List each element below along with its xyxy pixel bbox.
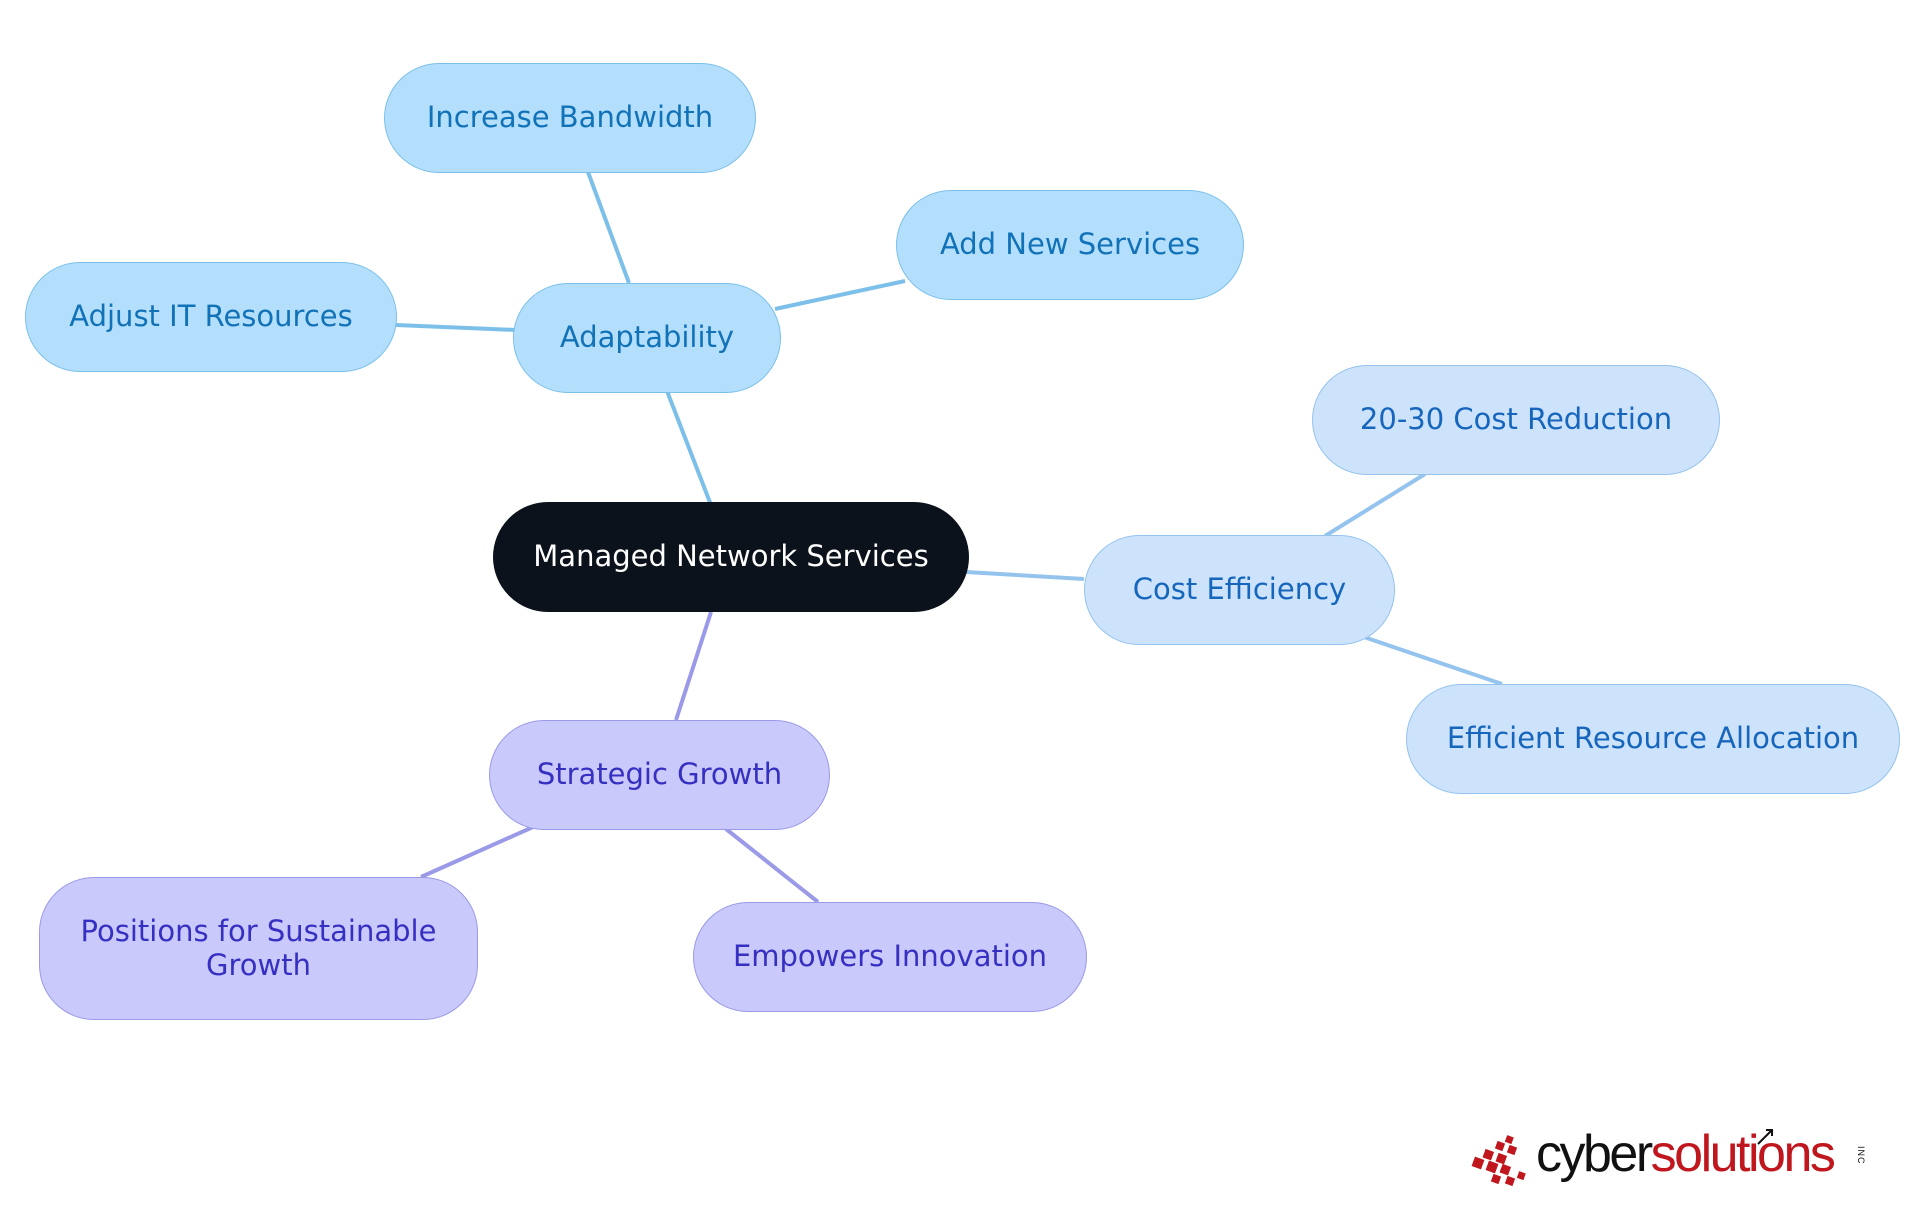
node-label: Cost Efficiency	[1132, 572, 1347, 607]
node-label: Add New Services	[939, 227, 1201, 262]
edge-cost-efficiency-cost-reduction	[1323, 472, 1427, 538]
edge-root-cost-efficiency	[965, 570, 1085, 581]
root-node: Managed Network Services	[493, 502, 969, 612]
node-label: Adaptability	[559, 320, 735, 355]
node-label: Adjust IT Resources	[69, 299, 353, 334]
edge-adaptability-add-new-services	[774, 279, 906, 311]
edge-cost-efficiency-resource-allocation	[1363, 635, 1503, 686]
node-adaptability: Adaptability	[513, 283, 781, 393]
node-empowers-innovation: Empowers Innovation	[693, 902, 1087, 1012]
logo-inc: INC	[1856, 1146, 1866, 1165]
node-adjust-it-resources: Adjust IT Resources	[25, 262, 397, 372]
node-label: Strategic Growth	[536, 757, 783, 792]
logo-word-cyber: cyber	[1536, 1125, 1653, 1183]
node-add-new-services: Add New Services	[896, 190, 1244, 300]
edge-root-adaptability	[665, 390, 713, 506]
cybersolutions-logo: cybersolutions INC	[1470, 1125, 1870, 1190]
edge-root-strategic-growth	[674, 611, 713, 721]
node-strategic-growth: Strategic Growth	[489, 720, 830, 830]
node-label: Increase Bandwidth	[426, 100, 714, 135]
edge-strategic-growth-innovation	[724, 827, 820, 904]
logo-accent-icon	[1757, 1129, 1773, 1145]
node-sustainable-growth: Positions for Sustainable Growth	[39, 877, 478, 1020]
edge-strategic-growth-sustainable	[420, 825, 534, 879]
edge-adaptability-adjust-it-resources	[395, 323, 517, 332]
node-label: Efficient Resource Allocation	[1446, 721, 1860, 756]
node-cost-reduction: 20-30 Cost Reduction	[1312, 365, 1720, 475]
node-increase-bandwidth: Increase Bandwidth	[384, 63, 756, 173]
node-label: Positions for Sustainable Growth	[80, 914, 437, 982]
logo-pixel-mark-icon	[1471, 1135, 1526, 1187]
node-label: 20-30 Cost Reduction	[1359, 402, 1673, 437]
node-cost-efficiency: Cost Efficiency	[1084, 535, 1395, 645]
logo-word-solutions: solutions	[1650, 1125, 1836, 1183]
logo-wordmark: cybersolutions	[1536, 1124, 1836, 1184]
node-efficient-resource-allocation: Efficient Resource Allocation	[1406, 684, 1900, 794]
root-label: Managed Network Services	[533, 539, 929, 574]
edge-adaptability-increase-bandwidth	[586, 171, 631, 284]
node-label: Empowers Innovation	[732, 939, 1048, 974]
